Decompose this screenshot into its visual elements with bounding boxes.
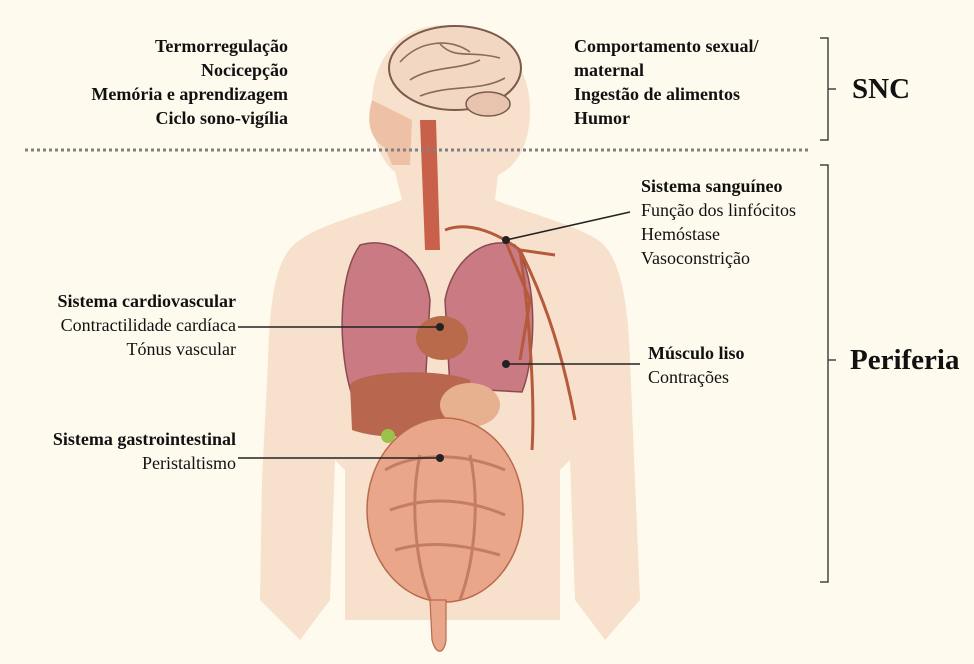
gastrointestinal-block: Sistema gastrointestinal Peristaltismo xyxy=(53,427,236,475)
cns-left-item: Memória e aprendizagem xyxy=(91,82,288,106)
blood-system-item: Função dos linfócitos xyxy=(641,198,796,222)
periphery-label: Periferia xyxy=(850,343,959,377)
smooth-muscle-title: Músculo liso xyxy=(648,341,745,365)
blood-system-block: Sistema sanguíneo Função dos linfócitos … xyxy=(641,174,796,270)
gastrointestinal-title: Sistema gastrointestinal xyxy=(53,427,236,451)
gastrointestinal-item: Peristaltismo xyxy=(53,451,236,475)
cardiovascular-block: Sistema cardiovascular Contractilidade c… xyxy=(58,289,236,361)
cardiovascular-title: Sistema cardiovascular xyxy=(58,289,236,313)
periphery-bracket xyxy=(820,165,836,582)
cns-right-item: maternal xyxy=(574,58,758,82)
left-lung xyxy=(342,243,430,395)
cns-right-list: Comportamento sexual/ maternal Ingestão … xyxy=(574,34,758,130)
cns-label: SNC xyxy=(852,72,910,106)
blood-system-item: Hemóstase xyxy=(641,222,796,246)
blood-system-title: Sistema sanguíneo xyxy=(641,174,796,198)
cardiovascular-item: Tónus vascular xyxy=(58,337,236,361)
cns-bracket xyxy=(820,38,836,140)
cerebellum xyxy=(466,92,510,116)
smooth-muscle-item: Contrações xyxy=(648,365,745,389)
cns-right-item: Comportamento sexual/ xyxy=(574,34,758,58)
cns-right-item: Ingestão de alimentos xyxy=(574,82,758,106)
cns-left-item: Ciclo sono-vigília xyxy=(91,106,288,130)
cns-right-item: Humor xyxy=(574,106,758,130)
gallbladder xyxy=(381,429,395,443)
cardiovascular-item: Contractilidade cardíaca xyxy=(58,313,236,337)
blood-system-item: Vasoconstrição xyxy=(641,246,796,270)
cns-left-item: Termorregulação xyxy=(91,34,288,58)
heart xyxy=(416,316,468,360)
smooth-muscle-block: Músculo liso Contrações xyxy=(648,341,745,389)
cns-left-list: Termorregulação Nocicepção Memória e apr… xyxy=(91,34,288,130)
cns-left-item: Nocicepção xyxy=(91,58,288,82)
